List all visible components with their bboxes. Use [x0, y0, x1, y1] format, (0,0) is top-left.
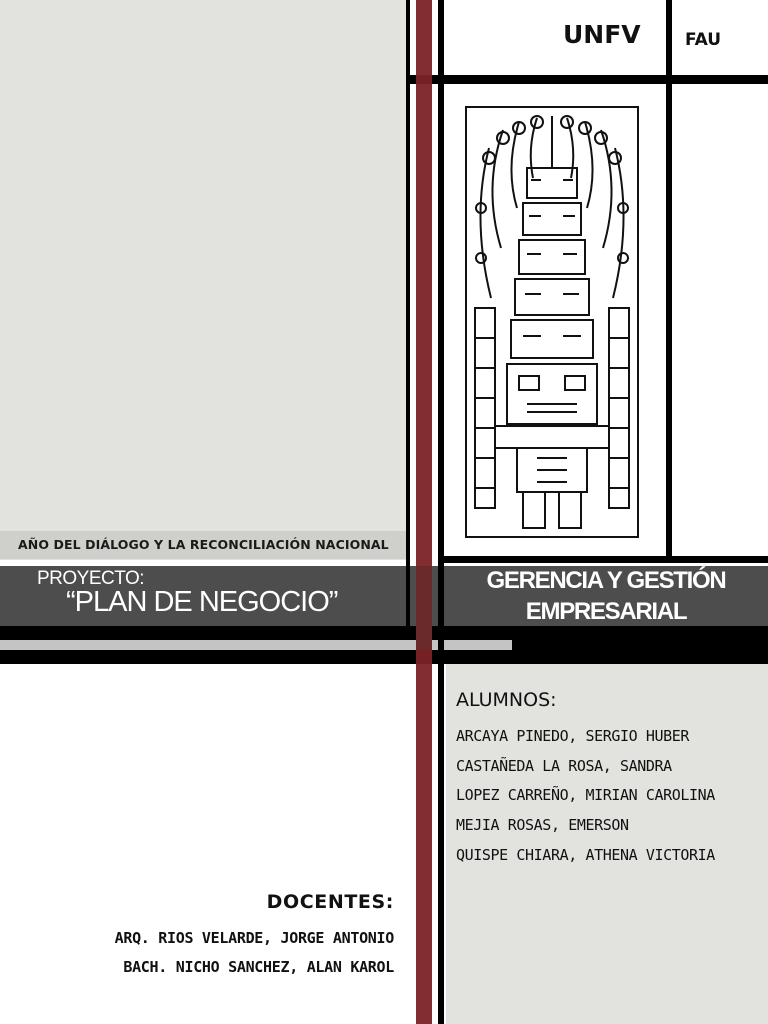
bottom-divider-gray	[0, 640, 512, 650]
students-title: ALUMNOS:	[456, 689, 557, 711]
project-name: “PLAN DE NEGOCIO”	[66, 586, 338, 618]
vertical-line-red	[416, 0, 432, 1024]
middle-divider	[444, 556, 768, 563]
student-name: LOPEZ CARREÑO, MIRIAN CAROLINA	[456, 786, 715, 804]
bottom-divider-black	[0, 626, 768, 640]
student-name: ARCAYA PINEDO, SERGIO HUBER	[456, 727, 690, 745]
course-title-line2: EMPRESARIAL	[525, 598, 688, 625]
top-left-panel	[0, 0, 407, 560]
vertical-line-left	[406, 0, 410, 628]
course-title-line1: GERENCIA Y GESTIÓN	[486, 567, 727, 594]
course-title: GERENCIA Y GESTIÓN EMPRESARIAL	[444, 565, 768, 627]
vertical-line-right	[666, 0, 672, 560]
course-band	[444, 566, 768, 626]
university-name: UNFV	[563, 20, 641, 49]
teacher-name: ARQ. RIOS VELARDE, JORGE ANTONIO	[114, 929, 395, 947]
student-name: MEJIA ROSAS, EMERSON	[456, 816, 629, 834]
top-divider	[408, 75, 768, 84]
bottom-divider-black-lower	[0, 650, 512, 664]
raimondi-stela-icon	[465, 106, 639, 538]
student-name: QUISPE CHIARA, ATHENA VICTORIA	[456, 846, 715, 864]
project-band	[0, 566, 410, 626]
bottom-divider-black-right	[512, 640, 768, 664]
project-label: PROYECTO:	[37, 568, 145, 589]
students-panel	[446, 664, 768, 1024]
teacher-name: BACH. NICHO SANCHEZ, ALAN KAROL	[123, 958, 394, 976]
student-name: CASTAÑEDA LA ROSA, SANDRA	[456, 757, 672, 775]
faculty-name: FAU	[685, 30, 722, 50]
year-banner: AÑO DEL DIÁLOGO Y LA RECONCILIACIÓN NACI…	[0, 531, 410, 559]
vertical-line-main	[438, 0, 444, 1024]
teachers-title: DOCENTES:	[266, 891, 394, 913]
vertical-line-red-band	[416, 566, 432, 650]
